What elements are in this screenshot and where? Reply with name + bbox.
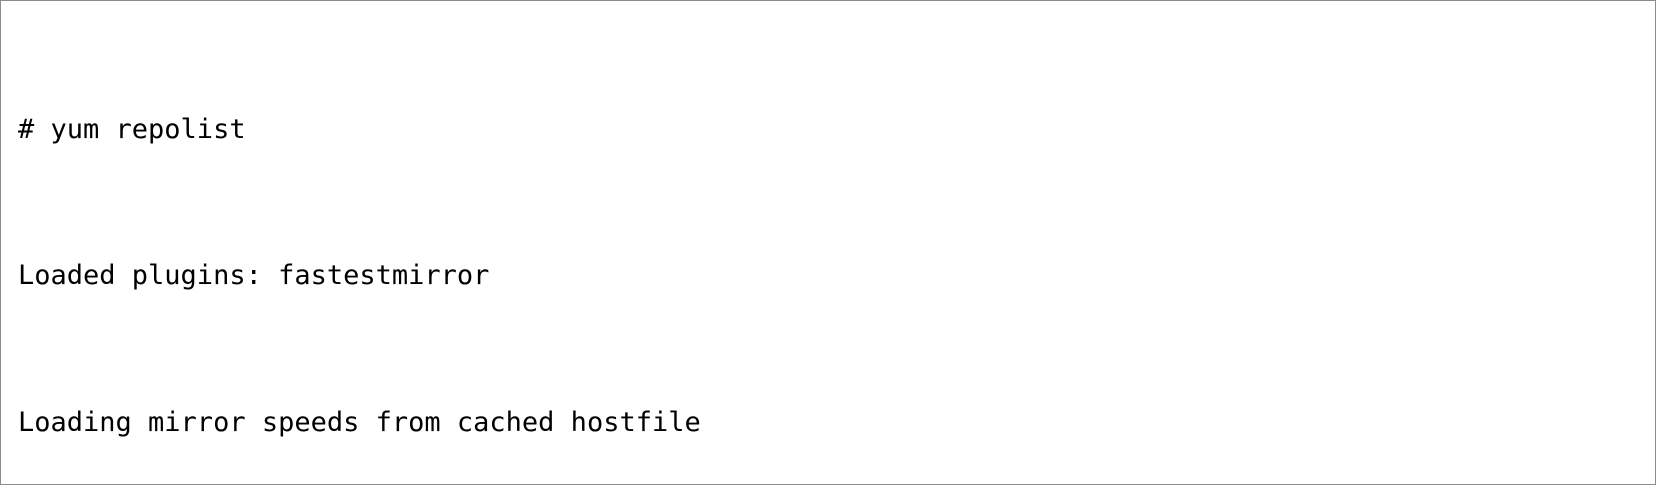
loaded-plugins-line: Loaded plugins: fastestmirror bbox=[18, 260, 490, 292]
loading-mirror-speeds-line: Loading mirror speeds from cached hostfi… bbox=[18, 406, 701, 438]
terminal-output: # yum repolist Loaded plugins: fastestmi… bbox=[18, 2, 1644, 484]
command-prompt-line: # yum repolist bbox=[18, 113, 246, 145]
